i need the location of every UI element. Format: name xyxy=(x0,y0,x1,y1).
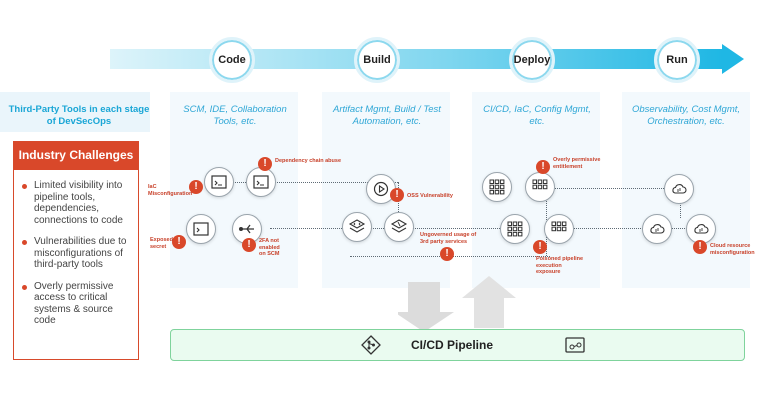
bullet-icon xyxy=(22,240,27,245)
terminal-icon xyxy=(204,167,234,197)
flow-line xyxy=(228,182,398,183)
challenge-item: Vulnerabilities due to misconfigurations… xyxy=(22,236,132,271)
alert-icon: ! xyxy=(390,188,404,202)
arrow-down-icon xyxy=(398,282,454,332)
alert-icon: ! xyxy=(536,160,550,174)
bullet-icon xyxy=(22,284,27,290)
stage-flow-arrowhead xyxy=(722,44,744,74)
cloud-icon xyxy=(664,174,694,204)
flow-line xyxy=(555,228,695,229)
risk-dependency-chain: Dependency chain abuse xyxy=(275,158,342,164)
code-layers-icon xyxy=(342,212,372,242)
challenge-item: Limited visibility into pipeline tools, … xyxy=(22,180,132,226)
flow-line xyxy=(270,228,350,229)
code-window-icon xyxy=(246,167,276,197)
terminal-icon xyxy=(186,214,216,244)
alert-icon: ! xyxy=(693,240,707,254)
alert-icon: ! xyxy=(440,247,454,261)
column-tools-run: Observability, Cost Mgmt, Orchestration,… xyxy=(631,104,741,127)
tools-header-bg xyxy=(0,92,150,132)
code-layers-icon xyxy=(384,212,414,242)
industry-challenges-panel: Industry Challenges Limited visibility i… xyxy=(13,141,139,360)
pipeline-monitor-icon xyxy=(565,337,585,353)
alert-icon: ! xyxy=(258,157,272,171)
cloud-icon xyxy=(642,214,672,244)
cloud-icon xyxy=(686,214,716,244)
stage-flow-arrow xyxy=(110,49,722,69)
stage-build: Build xyxy=(354,37,400,83)
challenges-list: Limited visibility into pipeline tools, … xyxy=(14,170,138,327)
flow-line xyxy=(370,228,500,229)
stage-deploy: Deploy xyxy=(509,37,555,83)
grid-icon xyxy=(544,214,574,244)
alert-icon: ! xyxy=(533,240,547,254)
risk-poisoned-pipeline: Poisoned pipeline execution exposure xyxy=(536,256,584,275)
risk-ungoverned-usage: Ungoverned usage of 3rd party services xyxy=(420,232,477,245)
column-tools-build: Artifact Mgmt, Build / Test Automation, … xyxy=(333,104,441,127)
alert-icon: ! xyxy=(242,238,256,252)
git-branch-icon xyxy=(361,335,381,355)
risk-exposed-secret: Exposed secret xyxy=(150,237,173,250)
grid-icon xyxy=(500,214,530,244)
alert-icon: ! xyxy=(189,180,203,194)
risk-iac-misconfiguration: IaC Misconfiguration xyxy=(148,184,193,197)
ci-cd-pipeline-bar xyxy=(170,329,745,361)
flow-line xyxy=(540,188,680,189)
grid-icon xyxy=(482,172,512,202)
risk-2fa-not-enabled: 2FA not enabled on SCM xyxy=(259,238,280,257)
challenge-item: Overly permissive access to critical sys… xyxy=(22,281,132,327)
stage-code: Code xyxy=(209,37,255,83)
column-tools-deploy: CI/CD, IaC, Config Mgmt, etc. xyxy=(483,104,591,127)
risk-overly-permissive: Overly permissive entitlement xyxy=(553,157,601,170)
bullet-icon xyxy=(22,184,27,189)
challenges-title: Industry Challenges xyxy=(14,142,138,170)
arrow-up-icon xyxy=(462,276,516,328)
alert-icon: ! xyxy=(172,235,186,249)
tools-title: Third-Party Tools in each stage of DevSe… xyxy=(8,104,150,127)
risk-oss-vulnerability: OSS Vulnerability xyxy=(407,193,453,199)
grid-icon xyxy=(525,172,555,202)
risk-cloud-misconfiguration: Cloud resource misconfiguration xyxy=(710,243,755,256)
column-tools-code: SCM, IDE, Collaboration Tools, etc. xyxy=(183,104,287,127)
stage-run: Run xyxy=(654,37,700,83)
pipeline-label: CI/CD Pipeline xyxy=(410,338,493,352)
